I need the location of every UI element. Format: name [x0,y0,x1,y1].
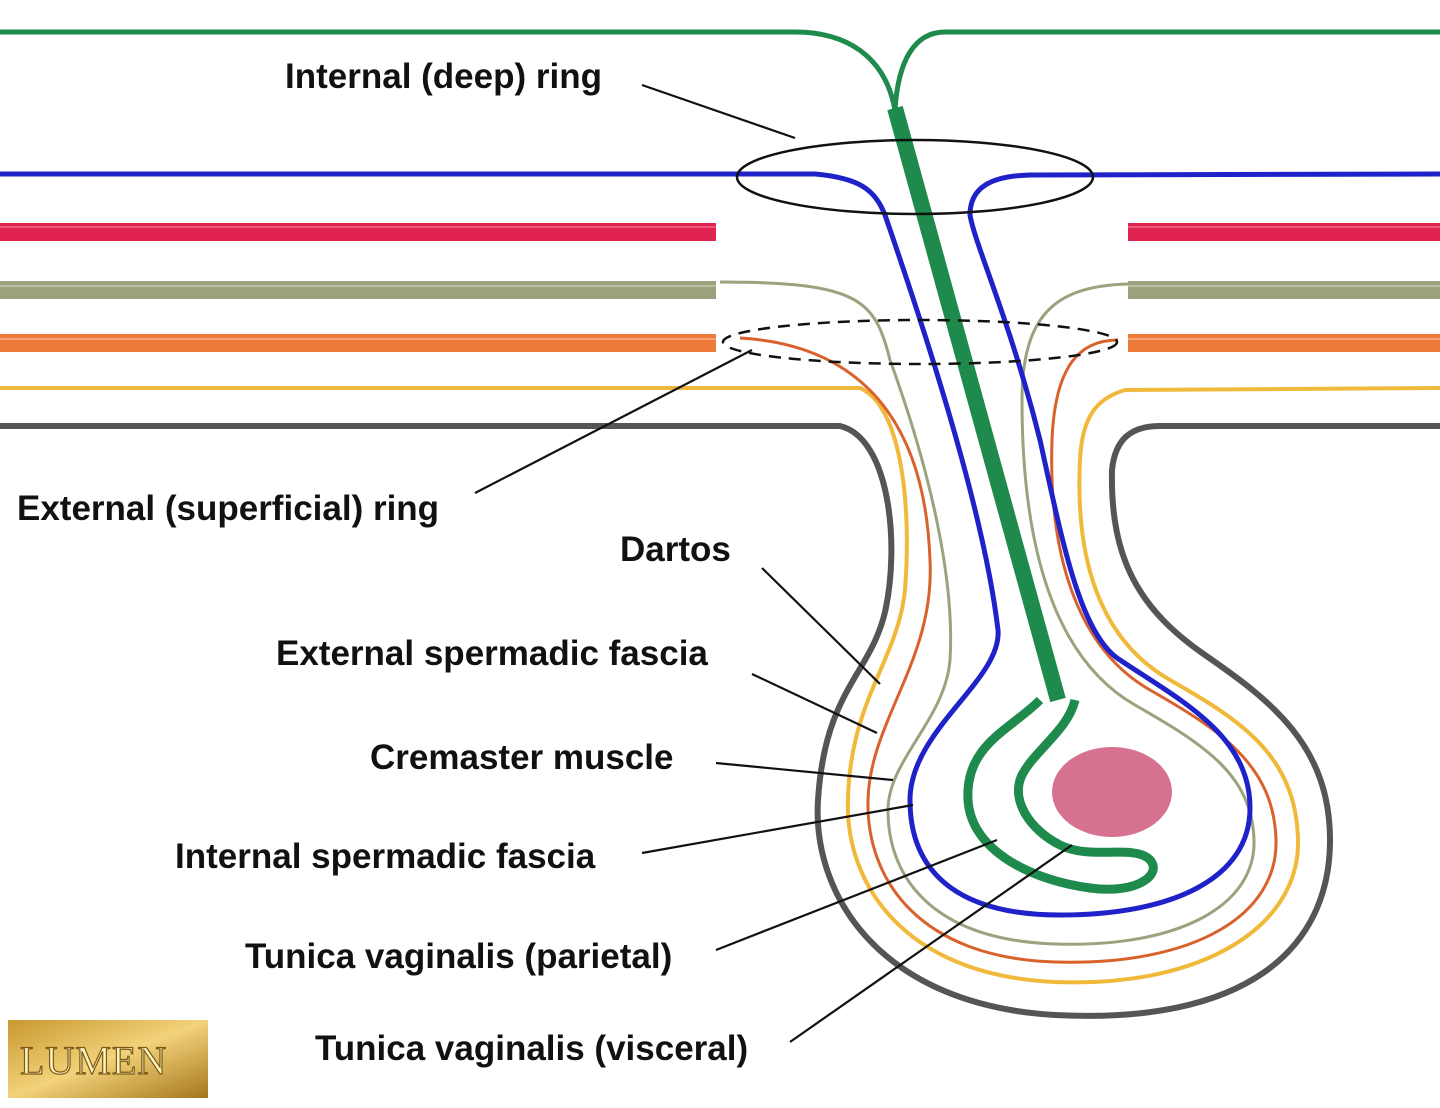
label-cremaster-muscle: Cremaster muscle [370,738,674,777]
abdominal-wall-layers [0,223,1440,352]
label-tunica-parietal: Tunica vaginalis (parietal) [245,937,672,976]
label-external-spermatic-fascia: External spermadic fascia [276,634,708,673]
external-spermatic-fascia-layer [739,336,1278,964]
leader-cremaster-muscle [715,761,894,782]
cremaster-muscle-layer [719,280,1256,946]
logo-text: LUMEN [20,1038,167,1083]
dartos-layer [0,386,1440,985]
leader-internal-spermatic-fascia [641,803,914,855]
peritoneum-layer [0,29,1440,894]
logo-background [8,1020,208,1098]
lumen-logo: LUMEN [8,1020,208,1098]
leader-tunica-parietal [715,838,998,952]
label-dartos: Dartos [620,530,731,569]
leader-external-spermatic-fascia [751,673,878,734]
internal-spermatic-fascia-layer [0,171,1440,918]
leader-tunica-visceral [789,844,1073,1043]
label-tunica-visceral: Tunica vaginalis (visceral) [315,1029,748,1068]
label-internal-spermatic-fascia: Internal spermadic fascia [175,837,596,876]
leader-external-ring [474,349,753,494]
leader-dartos [761,567,881,685]
labels: Internal (deep) ring External (superfici… [17,57,748,1068]
testis [1052,747,1172,837]
leader-internal-ring [641,83,796,140]
external-ring-ellipse [721,318,1119,366]
label-internal-ring: Internal (deep) ring [285,57,602,96]
tunica-vaginalis-parietal-layer [963,696,1158,894]
label-external-ring: External (superficial) ring [17,489,439,528]
leader-lines [474,83,1073,1043]
internal-ring-ellipse [735,138,1095,216]
skin-layer [0,423,1440,1019]
